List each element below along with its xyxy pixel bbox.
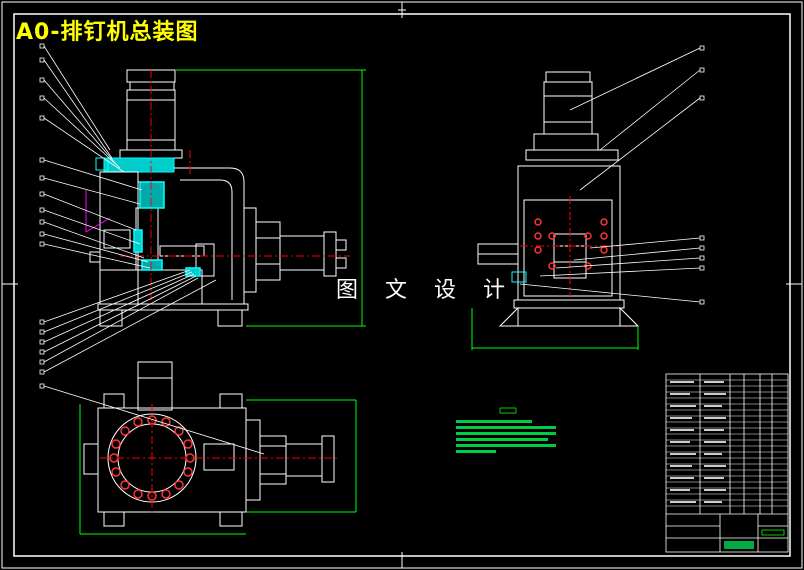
side-view (477, 71, 640, 327)
side-view-centerlines (520, 196, 620, 296)
leader-balloons (39, 43, 705, 389)
top-view-dimensions (79, 399, 357, 535)
front-view-highlights (133, 181, 201, 277)
top-view (83, 361, 335, 527)
technical-notes (456, 407, 556, 453)
title-block (665, 373, 789, 553)
side-view-dimensions (471, 271, 639, 350)
front-view-centerlines (120, 70, 350, 300)
drawing-title: A0-排钉机总装图 (16, 20, 199, 45)
front-view-dimensions (85, 69, 366, 327)
top-view-centerlines (100, 404, 340, 514)
title-block-text-marks (670, 381, 785, 549)
watermark-text: 图 文 设 计 (336, 278, 515, 303)
title-block-rows (666, 379, 788, 507)
front-view (89, 69, 347, 327)
top-view-bolts (109, 415, 195, 501)
leader-lines (43, 45, 701, 455)
